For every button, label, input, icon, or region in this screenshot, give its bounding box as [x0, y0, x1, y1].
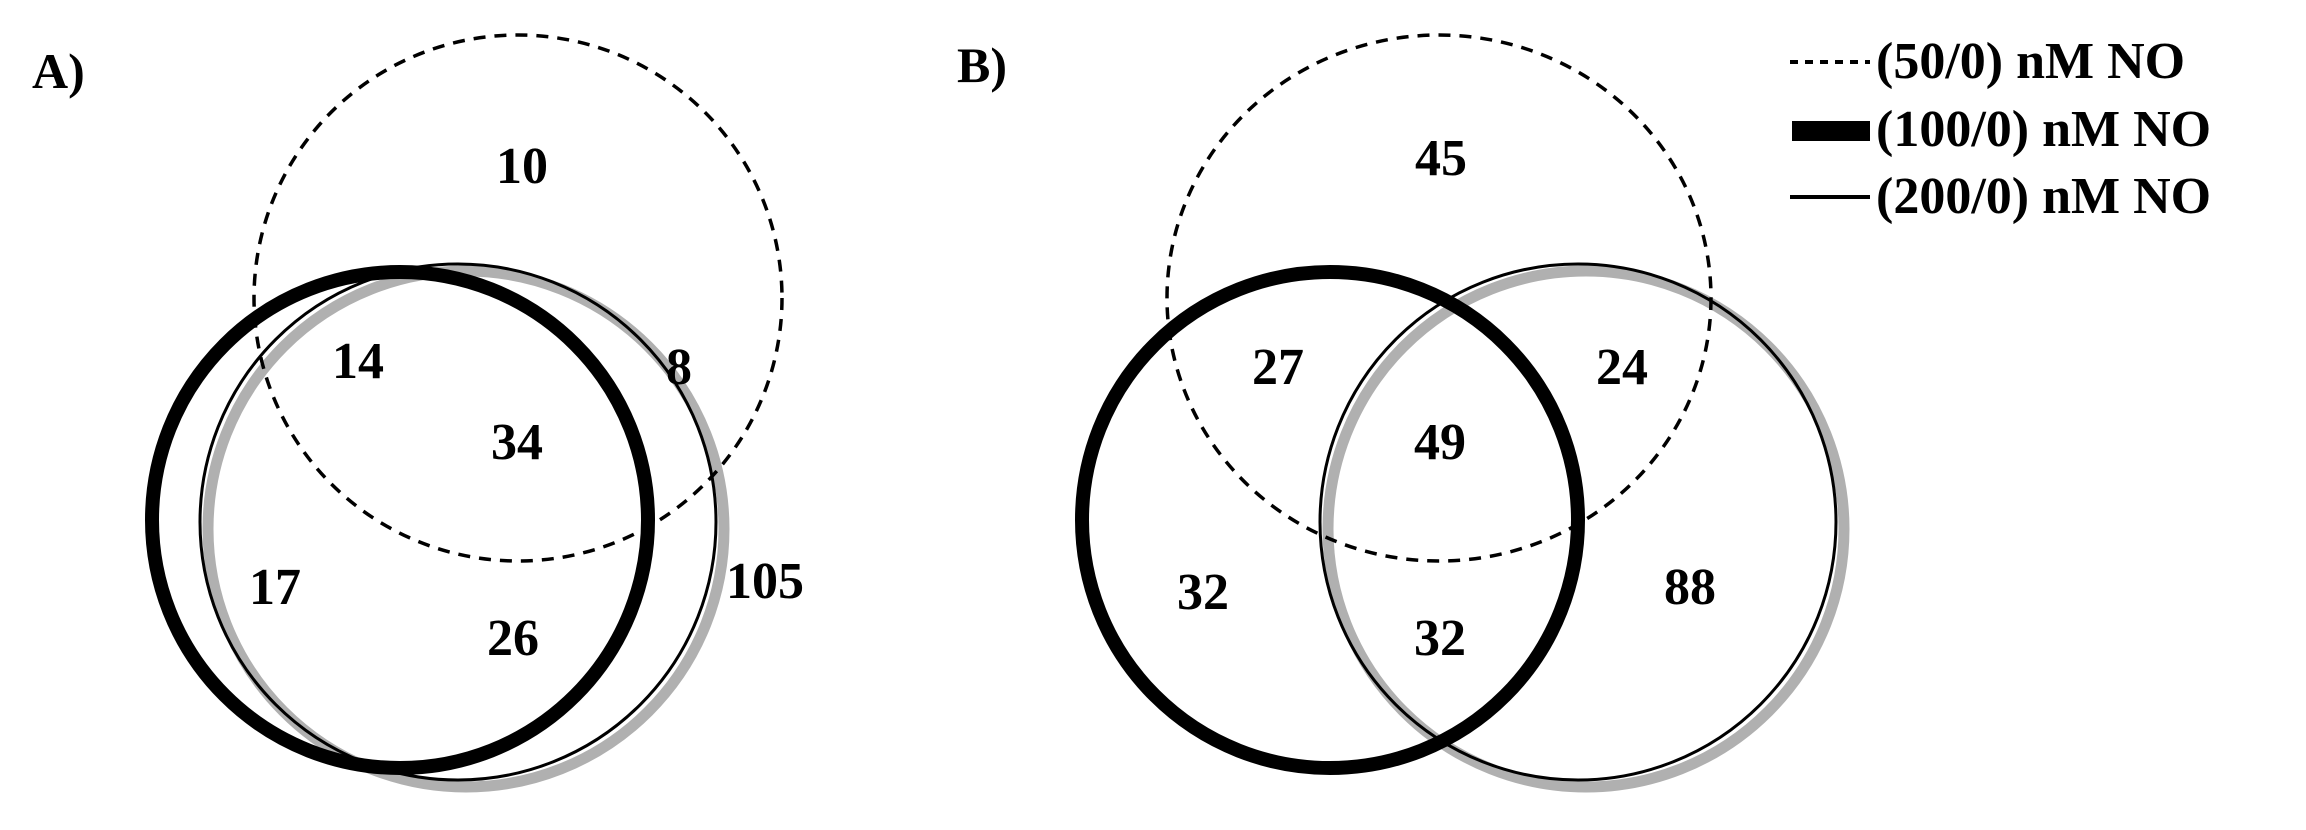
count-only-200: 105 [726, 553, 804, 610]
count-only-50: 10 [496, 138, 548, 195]
legend-item-50: (50/0) nM NO [1790, 33, 2185, 90]
venn-panel-a: A) 10 14 8 34 17 26 105 [32, 33, 804, 793]
legend-label-100: (100/0) nM NO [1876, 101, 2211, 158]
legend-label-200: (200/0) nM NO [1876, 168, 2211, 225]
ellipse-50nm [252, 33, 784, 563]
count-50-and-200: 8 [666, 339, 692, 396]
circle-200-shadow [1322, 265, 1850, 793]
circle-200nm [198, 262, 718, 782]
circle-100nm [1075, 265, 1585, 775]
legend-item-100: (100/0) nM NO [1792, 101, 2211, 158]
count-only-50: 45 [1415, 130, 1467, 187]
legend: (50/0) nM NO (100/0) nM NO (200/0) nM NO [1790, 33, 2211, 225]
count-50-and-200: 24 [1596, 339, 1648, 396]
panel-label-a: A) [32, 43, 85, 99]
count-only-100: 32 [1177, 564, 1229, 621]
circle-200-shadow [202, 265, 730, 793]
count-all-three: 49 [1414, 414, 1466, 471]
count-50-and-100: 27 [1252, 339, 1304, 396]
count-all-three: 34 [491, 414, 543, 471]
legend-item-200: (200/0) nM NO [1790, 168, 2211, 225]
count-50-and-100: 14 [332, 333, 384, 390]
legend-label-50: (50/0) nM NO [1876, 33, 2185, 90]
count-100-and-200: 26 [487, 610, 539, 667]
venn-panel-b: B) 45 27 24 49 32 32 88 [957, 33, 1850, 793]
circle-100nm [145, 265, 655, 775]
count-only-200: 88 [1664, 559, 1716, 616]
count-only-100: 17 [249, 559, 301, 616]
circle-200nm [1318, 262, 1838, 782]
ellipse-50nm [1165, 33, 1713, 563]
legend-swatch-thick [1792, 121, 1870, 141]
count-100-and-200: 32 [1414, 610, 1466, 667]
panel-label-b: B) [957, 37, 1007, 93]
